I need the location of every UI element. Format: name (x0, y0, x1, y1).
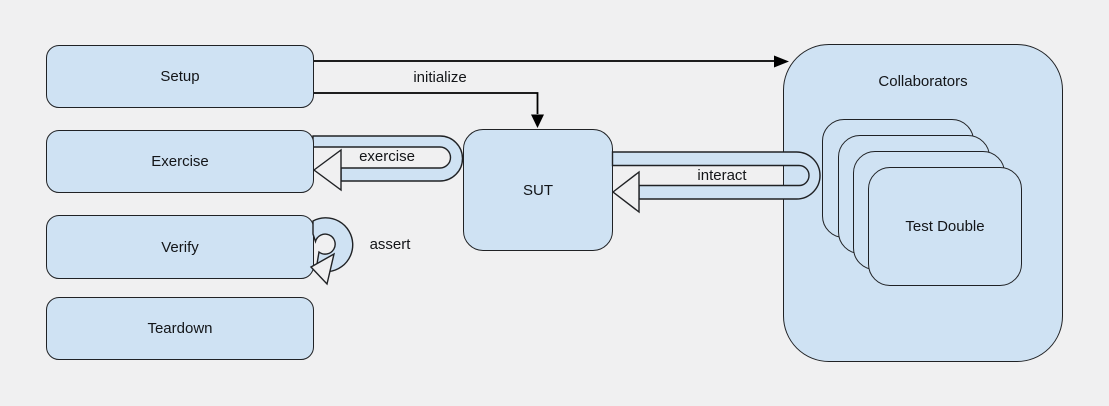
initialize-arrowhead-right-icon (774, 55, 789, 68)
sut-label: SUT (523, 181, 553, 199)
exercise-node-label: Exercise (151, 153, 209, 170)
assert-open-arrowhead-icon (309, 252, 336, 286)
collaborators-label: Collaborators (878, 73, 968, 90)
assert-arrow (309, 217, 354, 286)
assert-self-loop-band (312, 217, 354, 273)
initialize-arrowhead-down-icon (531, 114, 544, 128)
interact-edge-label: interact (697, 167, 747, 184)
initialize-line-to-sut (313, 92, 539, 114)
interact-open-arrowhead-icon (611, 170, 640, 214)
teardown-node: Teardown (46, 297, 314, 360)
initialize-edge-label: initialize (413, 69, 467, 86)
exercise-edge-label: exercise (359, 148, 415, 165)
setup-node: Setup (46, 45, 314, 108)
setup-label: Setup (160, 68, 200, 85)
initialize-arrow (313, 55, 789, 128)
test-double-label: Test Double (905, 218, 985, 235)
teardown-label: Teardown (147, 320, 213, 337)
assert-edge-label: assert (369, 236, 411, 253)
exercise-node: Exercise (46, 130, 314, 193)
verify-node: Verify (46, 215, 314, 279)
test-double-card-front: Test Double (868, 167, 1022, 286)
sut-node: SUT (463, 129, 613, 251)
verify-label: Verify (161, 238, 199, 256)
